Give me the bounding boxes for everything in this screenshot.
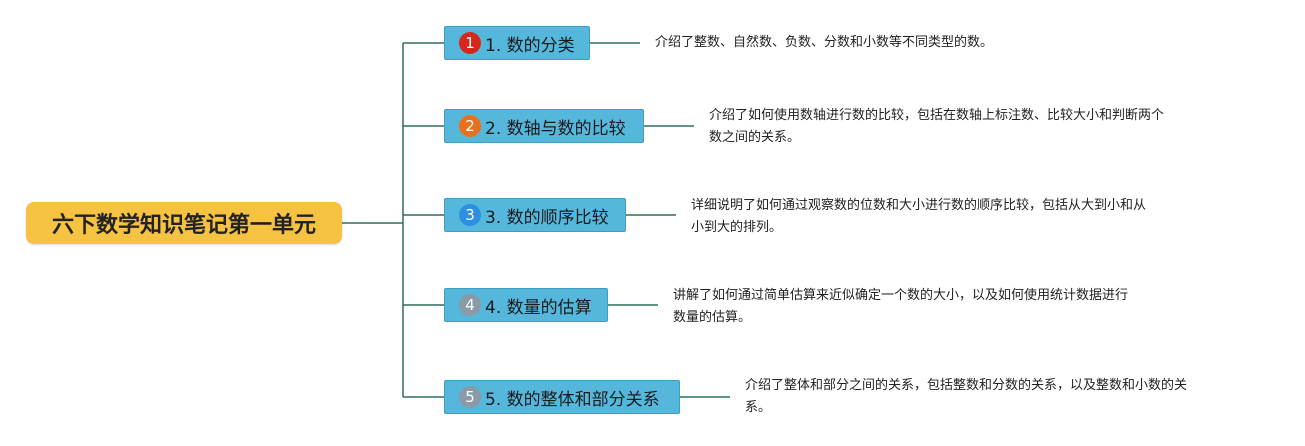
branch-topic-1[interactable]: 1 1. 数的分类 [444, 26, 590, 60]
description-5[interactable]: 介绍了整体和部分之间的关系，包括整数和分数的关系，以及整数和小数的关 系。 [745, 375, 1187, 419]
branch-topic-4[interactable]: 4 4. 数量的估算 [444, 288, 608, 322]
description-5-line-2: 系。 [745, 400, 772, 415]
description-4-line-2: 数量的估算。 [673, 310, 752, 325]
branch-topic-5-label: 5. 数的整体和部分关系 [485, 389, 660, 410]
number-2-icon: 2 [459, 115, 481, 137]
description-5-line-1: 介绍了整体和部分之间的关系，包括整数和分数的关系，以及整数和小数的关 [745, 378, 1188, 393]
description-1-line-1: 介绍了整数、自然数、负数、分数和小数等不同类型的数。 [655, 35, 994, 50]
branch-topic-4-label: 4. 数量的估算 [485, 297, 592, 318]
branch-topic-5[interactable]: 5 5. 数的整体和部分关系 [444, 380, 680, 414]
branch-topic-2[interactable]: 2 2. 数轴与数的比较 [444, 109, 644, 143]
root-topic-label: 六下数学知识笔记第一单元 [51, 213, 316, 238]
description-3-line-2: 小到大的排列。 [691, 220, 783, 235]
description-3-line-1: 详细说明了如何通过观察数的位数和大小进行数的顺序比较，包括从大到小和从 [691, 198, 1147, 213]
branch-topic-3-label: 3. 数的顺序比较 [485, 207, 609, 228]
branch-topic-2-label: 2. 数轴与数的比较 [485, 118, 626, 139]
root-topic[interactable]: 六下数学知识笔记第一单元 [26, 202, 342, 244]
branch-topic-1-label: 1. 数的分类 [485, 35, 575, 56]
number-3-icon: 3 [459, 204, 481, 226]
description-2-line-2: 数之间的关系。 [709, 130, 801, 145]
description-2-line-1: 介绍了如何使用数轴进行数的比较，包括在数轴上标注数、比较大小和判断两个 [709, 108, 1165, 123]
branch-topic-3[interactable]: 3 3. 数的顺序比较 [444, 198, 626, 232]
description-4-line-1: 讲解了如何通过简单估算来近似确定一个数的大小，以及如何使用统计数据进行 [673, 288, 1129, 303]
description-4[interactable]: 讲解了如何通过简单估算来近似确定一个数的大小，以及如何使用统计数据进行 数量的估… [673, 285, 1128, 329]
description-1[interactable]: 介绍了整数、自然数、负数、分数和小数等不同类型的数。 [655, 32, 993, 54]
number-4-icon: 4 [459, 294, 481, 316]
number-5-icon: 5 [459, 386, 481, 408]
description-2[interactable]: 介绍了如何使用数轴进行数的比较，包括在数轴上标注数、比较大小和判断两个 数之间的… [709, 105, 1164, 149]
number-1-icon: 1 [459, 32, 481, 54]
description-3[interactable]: 详细说明了如何通过观察数的位数和大小进行数的顺序比较，包括从大到小和从 小到大的… [691, 195, 1146, 239]
